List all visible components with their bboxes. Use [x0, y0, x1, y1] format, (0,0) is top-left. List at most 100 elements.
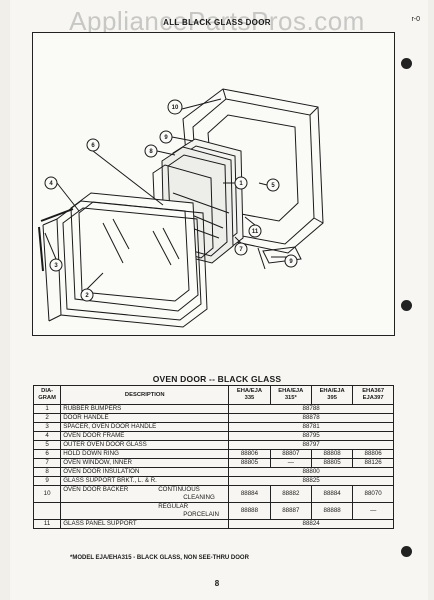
binder-hole-top: [401, 58, 412, 69]
footnote: *MODEL EJA/EHA315 - BLACK GLASS, NON SEE…: [70, 555, 249, 561]
table-cell: 88805: [310, 458, 354, 468]
callout-label: 4: [49, 181, 53, 187]
callout-labels: 10 9 8 6 4 3 2 1 5 7 11 9: [49, 105, 293, 299]
callout-label: 10: [172, 105, 179, 111]
table-cell: 2: [32, 413, 62, 423]
table-cell: 88795: [228, 431, 394, 441]
table-cell: 5: [32, 440, 62, 450]
table-cell: 88888: [310, 502, 354, 520]
table-cell: 88800: [228, 467, 394, 477]
column-header: DESCRIPTION: [60, 385, 230, 405]
table-cell: 88806: [228, 449, 271, 459]
table-cell: 88825: [228, 476, 394, 486]
table-cell: 88797: [228, 440, 394, 450]
table-cell: 88805: [228, 458, 271, 468]
binder-hole-middle: [401, 300, 412, 311]
table-cell: [32, 502, 62, 520]
description-sub-text: CONTINUOUS: [158, 486, 200, 493]
description-sub-text: CLEANING: [183, 494, 215, 501]
table-cell: OUTER OVEN DOOR GLASS: [60, 440, 230, 450]
table-cell: RUBBER BUMPERS: [60, 404, 230, 414]
table-cell: 7: [32, 458, 62, 468]
table-cell: 88884: [228, 485, 271, 503]
callout-circle: [284, 254, 298, 268]
table-cell: DOOR HANDLE: [60, 413, 230, 423]
table-cell: 88878: [228, 413, 394, 423]
table-cell: 88807: [269, 449, 312, 459]
table-cell: 88824: [228, 519, 394, 529]
table-cell: 11: [32, 519, 62, 529]
description-text: OVEN DOOR BACKER: [63, 486, 129, 493]
door-handle-part: [40, 208, 74, 222]
table-cell: 6: [32, 449, 62, 459]
table-cell: 3: [32, 422, 62, 432]
table-cell: 88070: [352, 485, 394, 503]
callout-group: [44, 98, 298, 302]
callout-label: 11: [252, 229, 259, 235]
column-header: EHA367 EJA397: [352, 385, 394, 405]
table-cell: —: [269, 458, 312, 468]
glass-panel-support-part: [262, 246, 302, 264]
column-header: EHA/EJA 395: [310, 385, 354, 405]
table-cell: 9: [32, 476, 62, 486]
callout-label: 7: [239, 247, 243, 253]
table-cell: GLASS SUPPORT BRKT., L. & R.: [60, 476, 230, 486]
callout-label: 2: [85, 293, 89, 299]
table-cell: OVEN WINDOW, INNER: [60, 458, 230, 468]
table-cell: 4: [32, 431, 62, 441]
callout-label: 8: [149, 149, 153, 155]
table-cell: 88781: [228, 422, 394, 432]
table-cell: —: [352, 502, 394, 520]
callout-label: 1: [239, 181, 243, 187]
table-cell: 88808: [310, 449, 354, 459]
watermark: AppliancePartsPros.com: [69, 6, 365, 36]
table-cell: 88888: [228, 502, 271, 520]
exploded-view-drawing: 10 9 8 6 4 3 2 1 5 7 11 9: [38, 88, 324, 328]
description-sub-text: REGULAR: [158, 503, 189, 510]
description-sub-text: PORCELAIN: [183, 511, 219, 518]
table-cell: 88788: [228, 404, 394, 414]
table-cell: GLASS PANEL SUPPORT: [60, 519, 230, 529]
table-cell: 88882: [269, 485, 312, 503]
parts-table: DIA- GRAM DESCRIPTION EHA/EJA 335 EHA/EJ…: [32, 385, 394, 529]
table-header-row: DIA- GRAM DESCRIPTION EHA/EJA 335 EHA/EJ…: [32, 385, 394, 405]
callout-label: 3: [54, 263, 58, 269]
table-cell: 88887: [269, 502, 312, 520]
column-header: EHA/EJA 315*: [269, 385, 312, 405]
column-header: EHA/EJA 335: [228, 385, 271, 405]
binder-hole-bottom: [401, 546, 412, 557]
callout-label: 5: [271, 183, 275, 189]
table-cell: OVEN DOOR FRAME: [60, 431, 230, 441]
page-title: ALL BLACK GLASS DOOR: [163, 18, 271, 27]
corner-mark: r-0: [411, 16, 420, 23]
callout-circle: [167, 99, 183, 115]
table-cell: 1: [32, 404, 62, 414]
callout-label: 6: [91, 143, 95, 149]
callout-label: 9: [164, 135, 168, 141]
table-cell: OVEN DOOR INSULATION: [60, 467, 230, 477]
table-cell: 88126: [352, 458, 394, 468]
table-cell: 88806: [352, 449, 394, 459]
table-cell: HOLD DOWN RING: [60, 449, 230, 459]
exploded-diagram: 10 9 8 6 4 3 2 1 5 7 11 9: [32, 32, 395, 336]
column-header: DIA- GRAM: [32, 385, 62, 405]
callout-label: 9: [289, 259, 293, 265]
table-cell: 10: [32, 485, 62, 503]
page-number: 8: [214, 579, 220, 588]
section-title: OVEN DOOR -- BLACK GLASS: [152, 374, 282, 384]
table-cell: 8: [32, 467, 62, 477]
outer-glass-part: [70, 192, 199, 312]
table-cell: 88884: [310, 485, 354, 503]
